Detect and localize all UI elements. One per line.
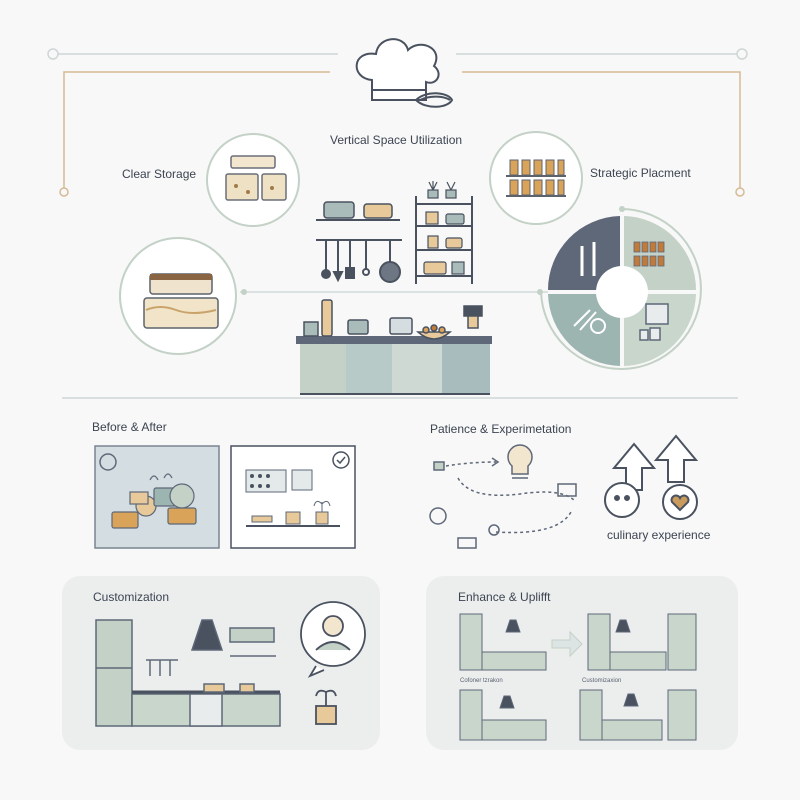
culinary-label: culinary experience xyxy=(607,528,711,542)
pots-shelf xyxy=(316,201,400,221)
before-box xyxy=(94,445,220,549)
placement-wheel xyxy=(540,206,702,370)
top-guide-lines xyxy=(47,48,748,60)
chef-hat-icon xyxy=(355,38,440,101)
vertical-space-label: Vertical Space Utilization xyxy=(330,133,463,147)
enhance-kitchen-grid xyxy=(459,613,697,741)
utensil-rail xyxy=(316,239,402,283)
customization-kitchen xyxy=(95,619,281,727)
small-left-label: Cofoner tzrakon xyxy=(460,678,503,684)
small-right-label: Customizaxion xyxy=(582,678,622,684)
orange-guide-lines xyxy=(59,71,745,197)
container-circle xyxy=(119,237,237,355)
clear-storage-circle xyxy=(206,133,300,227)
before-after-label: Before & After xyxy=(92,420,167,434)
enhance-arrow xyxy=(551,630,583,658)
enhance-label: Enhance & Uplifft xyxy=(458,590,551,604)
customization-label: Customization xyxy=(93,590,170,604)
patience-label: Patience & Experimetation xyxy=(430,422,572,436)
experiment-flow xyxy=(429,444,577,549)
counter-items xyxy=(303,299,483,340)
shelf-items xyxy=(423,181,465,275)
strategic-placement-label: Strategic Placment xyxy=(590,166,691,180)
tall-shelf xyxy=(415,196,473,284)
after-box xyxy=(230,445,356,549)
kitchen-counter xyxy=(296,336,492,395)
clear-storage-label: Clear Storage xyxy=(122,167,197,181)
user-avatar-bubble xyxy=(300,601,366,725)
uplift-arrows xyxy=(604,434,699,520)
whisk-icon xyxy=(372,92,454,108)
spice-rack-circle xyxy=(489,131,583,225)
